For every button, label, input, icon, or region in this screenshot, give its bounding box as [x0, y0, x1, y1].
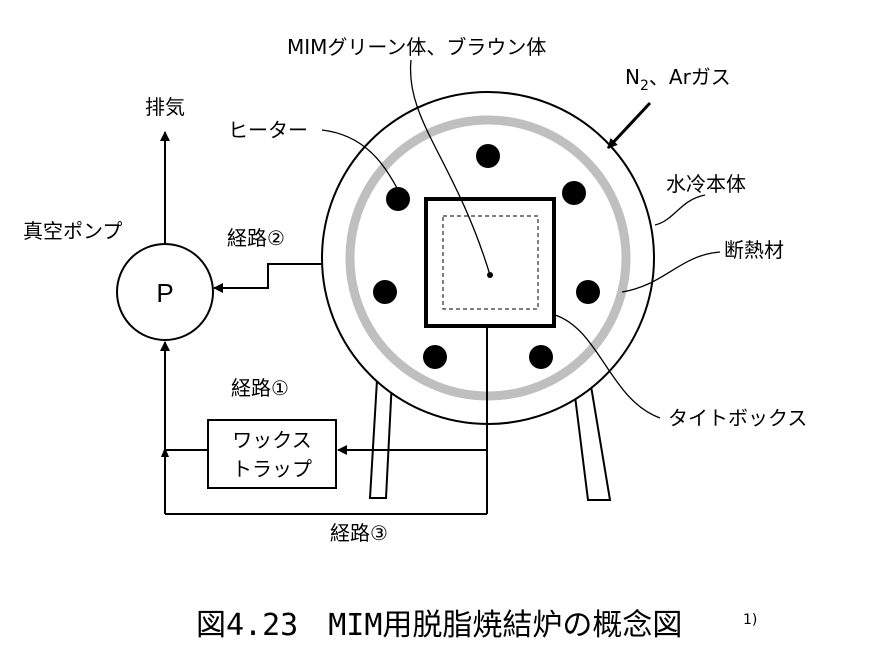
- green-brown-body-label: MIMグリーン体、ブラウン体: [287, 35, 546, 59]
- heater-element: [386, 187, 410, 211]
- leader-insulation: [621, 251, 721, 293]
- leader-green-body: [409, 59, 491, 276]
- caption-reference: 1): [743, 612, 757, 628]
- vacuum-pump-label: 真空ポンプ: [23, 219, 122, 243]
- route-3-label: 経路③: [330, 521, 388, 545]
- water-cooled-body-label: 水冷本体: [666, 172, 746, 196]
- wax-trap-label-line1: ワックス: [232, 428, 311, 452]
- heater-element: [562, 181, 586, 205]
- heater-element: [576, 280, 600, 304]
- leader-heater: [321, 129, 399, 191]
- route-2-label: 経路②: [227, 226, 285, 250]
- inner-work-area: [442, 215, 539, 310]
- tight-box-label: タイトボックス: [668, 406, 807, 430]
- gas-label: N2、Arガス: [625, 65, 731, 94]
- pump-symbol: P: [156, 278, 173, 308]
- wax-trap-label-line2: トラップ: [232, 457, 312, 481]
- heater-element: [423, 345, 447, 369]
- wax-trap: [207, 419, 337, 489]
- figure-caption: 図4.23 MIM用脱脂焼結炉の概念図: [196, 608, 682, 643]
- heater-label: ヒーター: [228, 118, 308, 142]
- gas-inlet-arrow: [606, 101, 652, 150]
- leader-water-body: [654, 194, 706, 226]
- heaters: [373, 144, 600, 369]
- furnace-leg-left: [368, 379, 394, 499]
- exhaust-label: 排気: [145, 95, 185, 119]
- tight-box: [424, 197, 556, 328]
- insulation-label: 断熱材: [724, 238, 784, 262]
- route-2-line: [213, 263, 322, 293]
- route-1-label: 経路①: [231, 376, 289, 400]
- heater-element: [476, 144, 500, 168]
- heater-element: [529, 345, 553, 369]
- leader-tight-box: [554, 314, 661, 419]
- junction-arrow: [161, 447, 169, 457]
- heater-element: [373, 280, 397, 304]
